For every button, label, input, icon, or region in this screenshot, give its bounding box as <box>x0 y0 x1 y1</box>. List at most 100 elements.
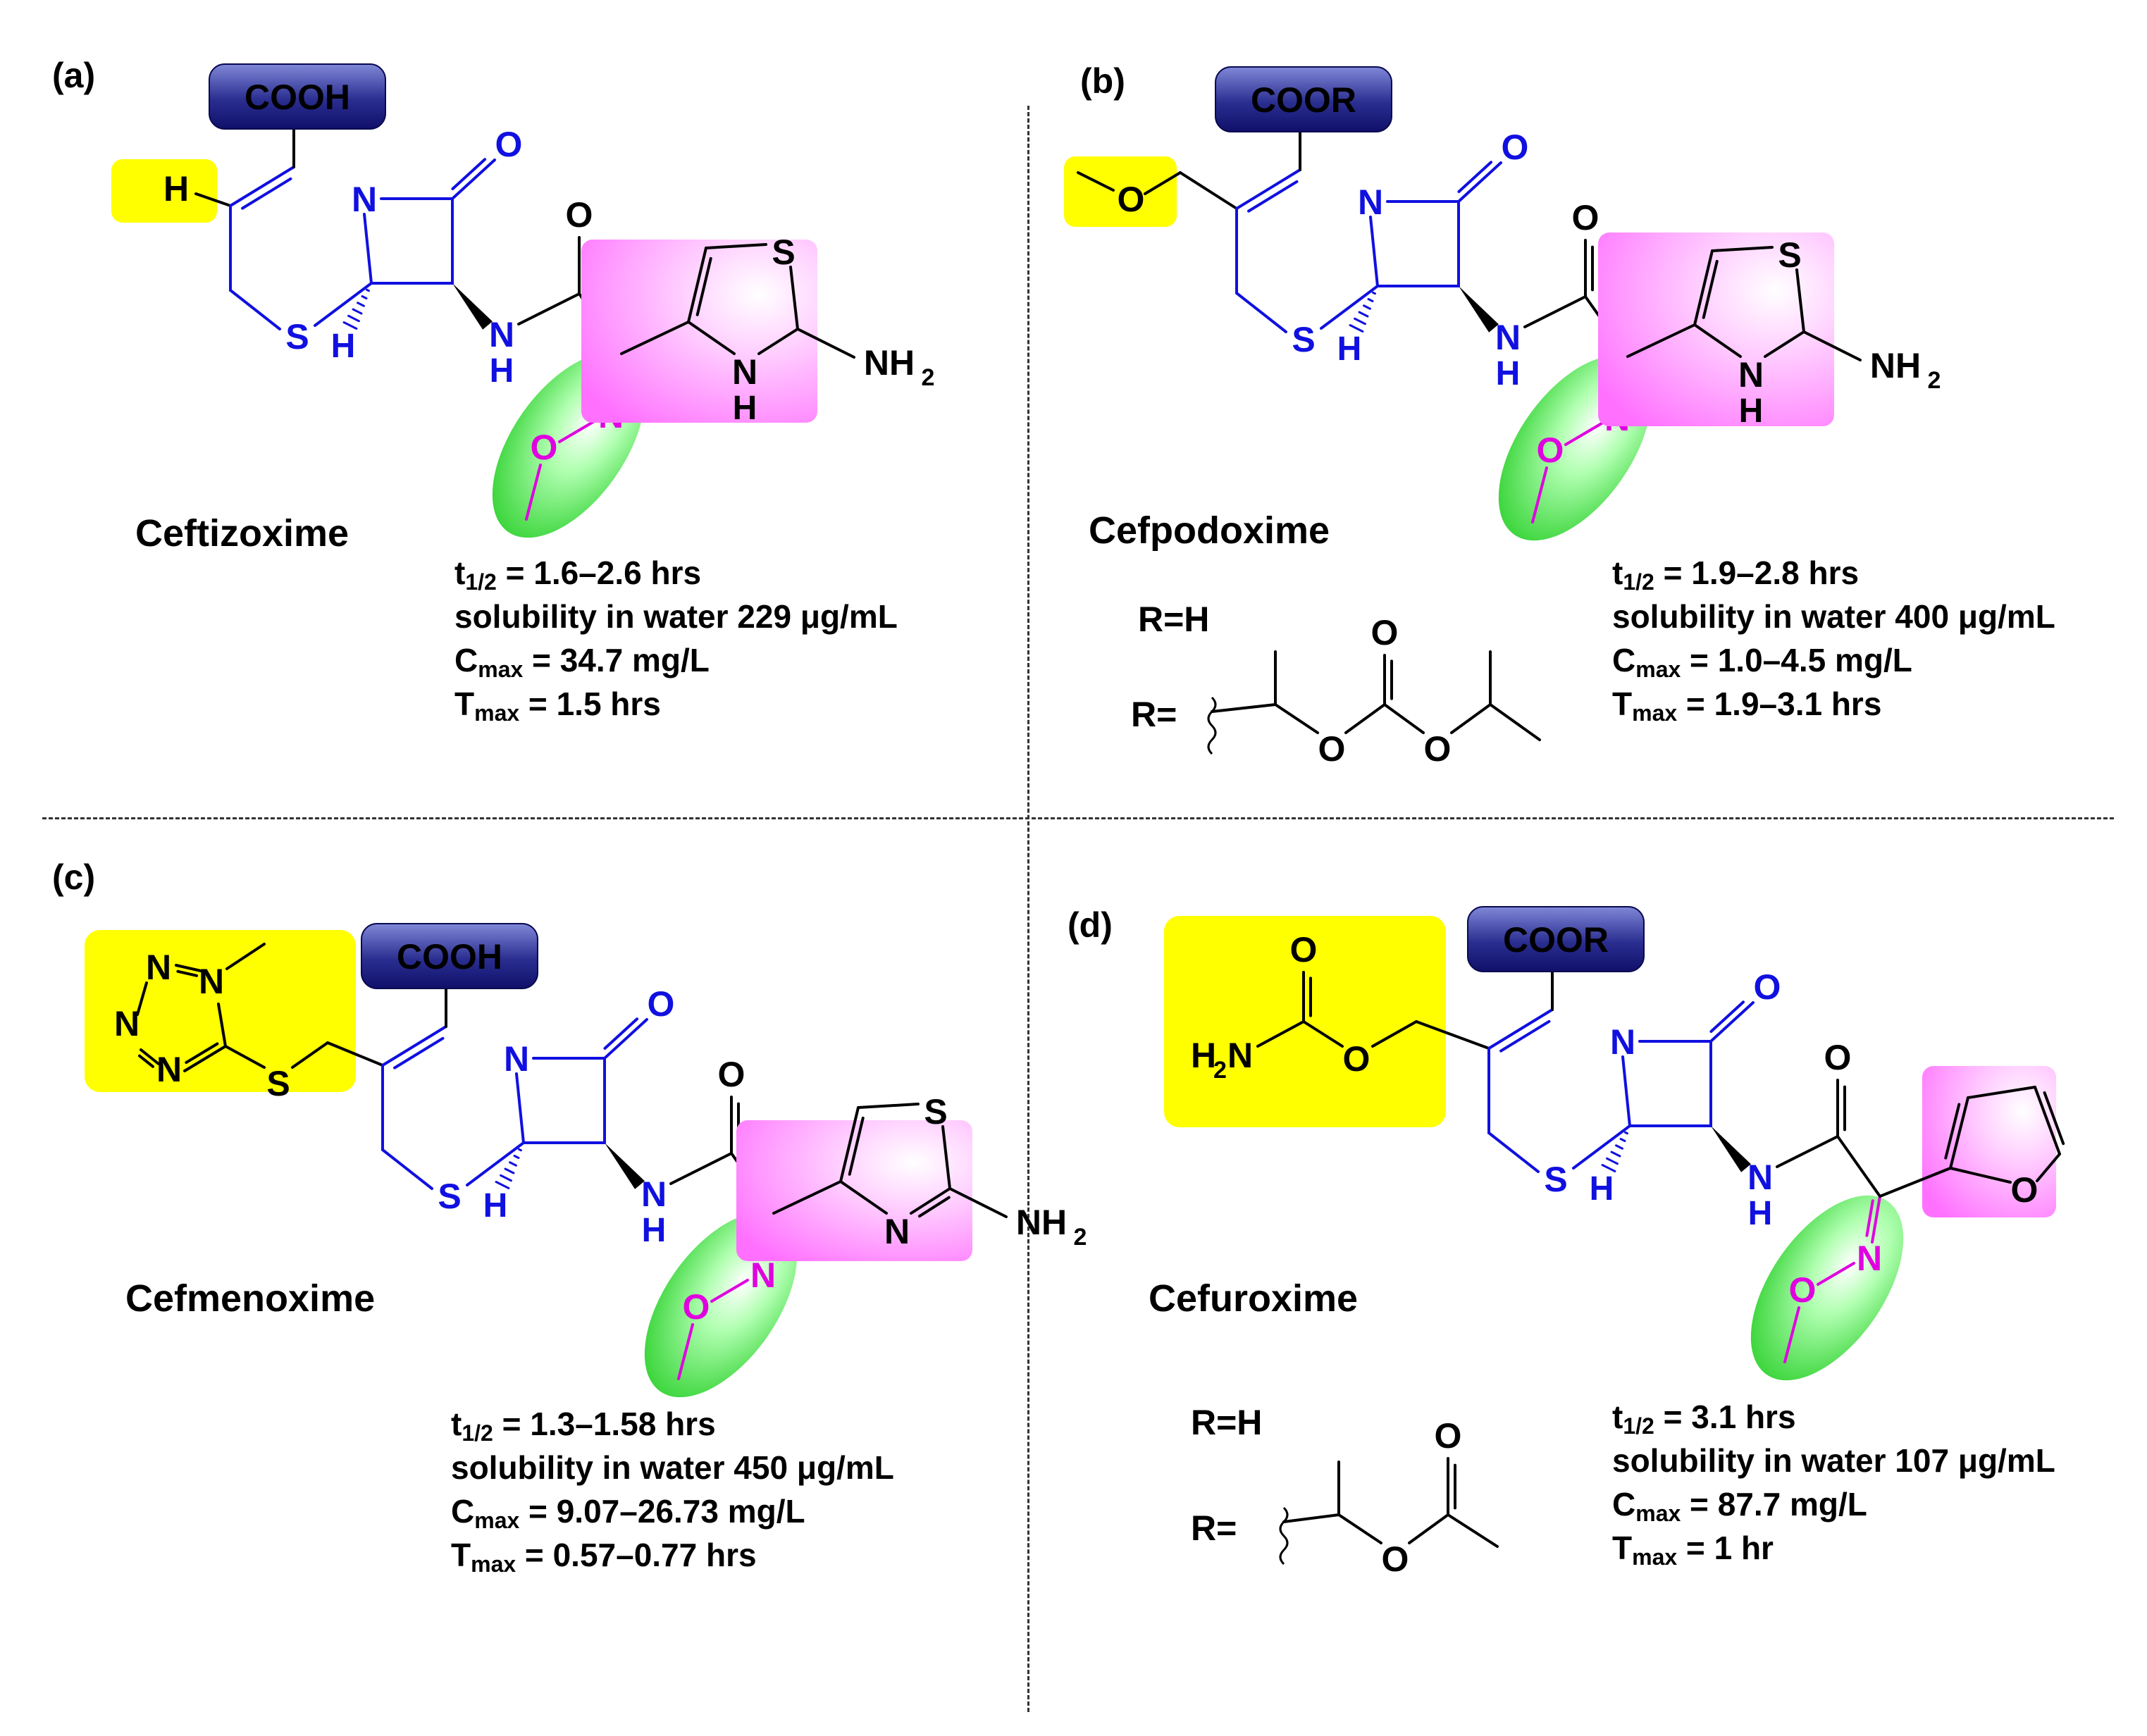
lactam-oxygen: O <box>495 125 523 164</box>
oxime-bond <box>1817 1262 1855 1286</box>
double-bond <box>176 969 199 977</box>
property-main: C <box>1612 1486 1636 1523</box>
hash-bond <box>513 1155 520 1159</box>
hash-bond <box>352 308 363 315</box>
bond <box>1282 1513 1340 1523</box>
hash-bond <box>342 321 358 330</box>
bond <box>1693 323 1742 358</box>
carboxyl-label: COOR <box>1503 920 1609 960</box>
bond <box>381 1148 433 1190</box>
bond <box>1572 1124 1631 1170</box>
bond <box>466 1141 525 1186</box>
double-bond <box>229 166 295 207</box>
property-line: Tmax = 0.57–0.77 hrs <box>451 1533 894 1577</box>
bond <box>1795 268 1805 333</box>
double-bond <box>1247 180 1299 213</box>
property-subscript: max <box>478 657 524 682</box>
bond <box>1300 170 1355 202</box>
bond <box>1235 292 1287 333</box>
vertical-divider <box>1027 106 1029 1712</box>
oxime-double-bond <box>1871 1195 1881 1244</box>
property-line: Cmax = 34.7 mg/L <box>454 638 898 682</box>
property-value: = 87.7 mg/L <box>1681 1486 1867 1523</box>
double-bond <box>185 1042 219 1065</box>
bond <box>2036 1153 2061 1182</box>
bond <box>291 1041 329 1069</box>
bridgehead-h: H <box>1590 1170 1614 1208</box>
bond <box>1967 1086 2036 1099</box>
bond <box>1077 171 1115 192</box>
property-value: = 1.6–2.6 hrs <box>496 554 702 591</box>
bond <box>1302 1020 1344 1048</box>
lactam-oxygen: O <box>1502 128 1529 167</box>
double-bond <box>917 1196 951 1218</box>
bond <box>1371 1020 1418 1048</box>
ring-sulfur: S <box>1292 320 1315 359</box>
property-main: t <box>1612 554 1623 591</box>
double-bond <box>1709 1001 1755 1043</box>
property-value: = 1.5 hrs <box>519 686 661 722</box>
bond <box>326 1041 384 1067</box>
panel-label-d: (d) <box>1068 905 1113 945</box>
bond <box>194 192 232 207</box>
ester-oxygen-2: O <box>1424 729 1452 769</box>
property-line: t1/2 = 1.9–2.8 hrs <box>1612 551 2055 595</box>
bond <box>1344 703 1386 734</box>
hash-bond <box>1601 1164 1616 1172</box>
thiazole-sulfur: S <box>772 232 795 272</box>
double-bond <box>1499 1019 1551 1053</box>
bond <box>1764 330 1805 358</box>
property-line: solubility in water 229 μg/mL <box>454 595 898 638</box>
thiazole-nitrogen: N <box>884 1212 910 1251</box>
panel-label-a: (a) <box>52 56 96 95</box>
wedge-bond <box>1711 1126 1751 1172</box>
hash-bond <box>347 314 360 323</box>
property-subscript: max <box>1635 1501 1681 1526</box>
double-bond <box>695 256 712 316</box>
property-subscript: max <box>1632 1544 1678 1570</box>
bridgehead-h: H <box>331 328 356 365</box>
side-chain-highlight <box>1064 156 1177 227</box>
double-bond <box>603 1017 639 1050</box>
bond <box>517 292 581 326</box>
double-bond <box>839 1106 860 1183</box>
property-value: = 1.9–3.1 hrs <box>1677 686 1882 722</box>
bond <box>1711 246 1774 252</box>
hash-bond <box>1619 1138 1626 1142</box>
bond <box>1552 1010 1607 1041</box>
oxime-nitrogen: N <box>1857 1239 1882 1278</box>
thiazole-h: H <box>733 390 757 427</box>
property-main: t <box>1612 1399 1623 1435</box>
bond <box>363 213 373 285</box>
amide-oxygen: O <box>1572 198 1600 237</box>
bond <box>1415 1020 1490 1050</box>
bond <box>620 321 690 355</box>
panel-a-structure: HONSHNHCOOHONOSNHNH2 <box>111 63 934 538</box>
oxime-oxygen: O <box>531 428 558 467</box>
hash-bond <box>1367 298 1374 302</box>
carbonate-oxygen: O <box>1371 613 1399 652</box>
double-bond <box>175 964 202 972</box>
thiazole-sulfur: S <box>1778 235 1801 275</box>
amine-label: NH <box>864 343 915 383</box>
bond <box>229 289 281 330</box>
wedge-bond <box>605 1143 645 1189</box>
hash-bond <box>495 1181 510 1189</box>
bond <box>1337 1513 1382 1544</box>
double-bond <box>687 247 707 323</box>
bond <box>225 943 266 970</box>
hash-bond <box>1624 1131 1628 1135</box>
hash-bond <box>361 295 368 299</box>
wedge-bond <box>1459 286 1499 333</box>
oxime-oxygen: O <box>1537 430 1564 470</box>
tetrazole-n4: N <box>156 1050 182 1089</box>
hash-bond <box>500 1174 512 1182</box>
panel-d-r-ester: OO <box>1279 1416 1499 1579</box>
oxime-oxygen: O <box>683 1287 710 1327</box>
amide-h: H <box>490 352 514 390</box>
carboxyl-cap <box>1215 66 1392 132</box>
hash-bond <box>509 1161 517 1167</box>
